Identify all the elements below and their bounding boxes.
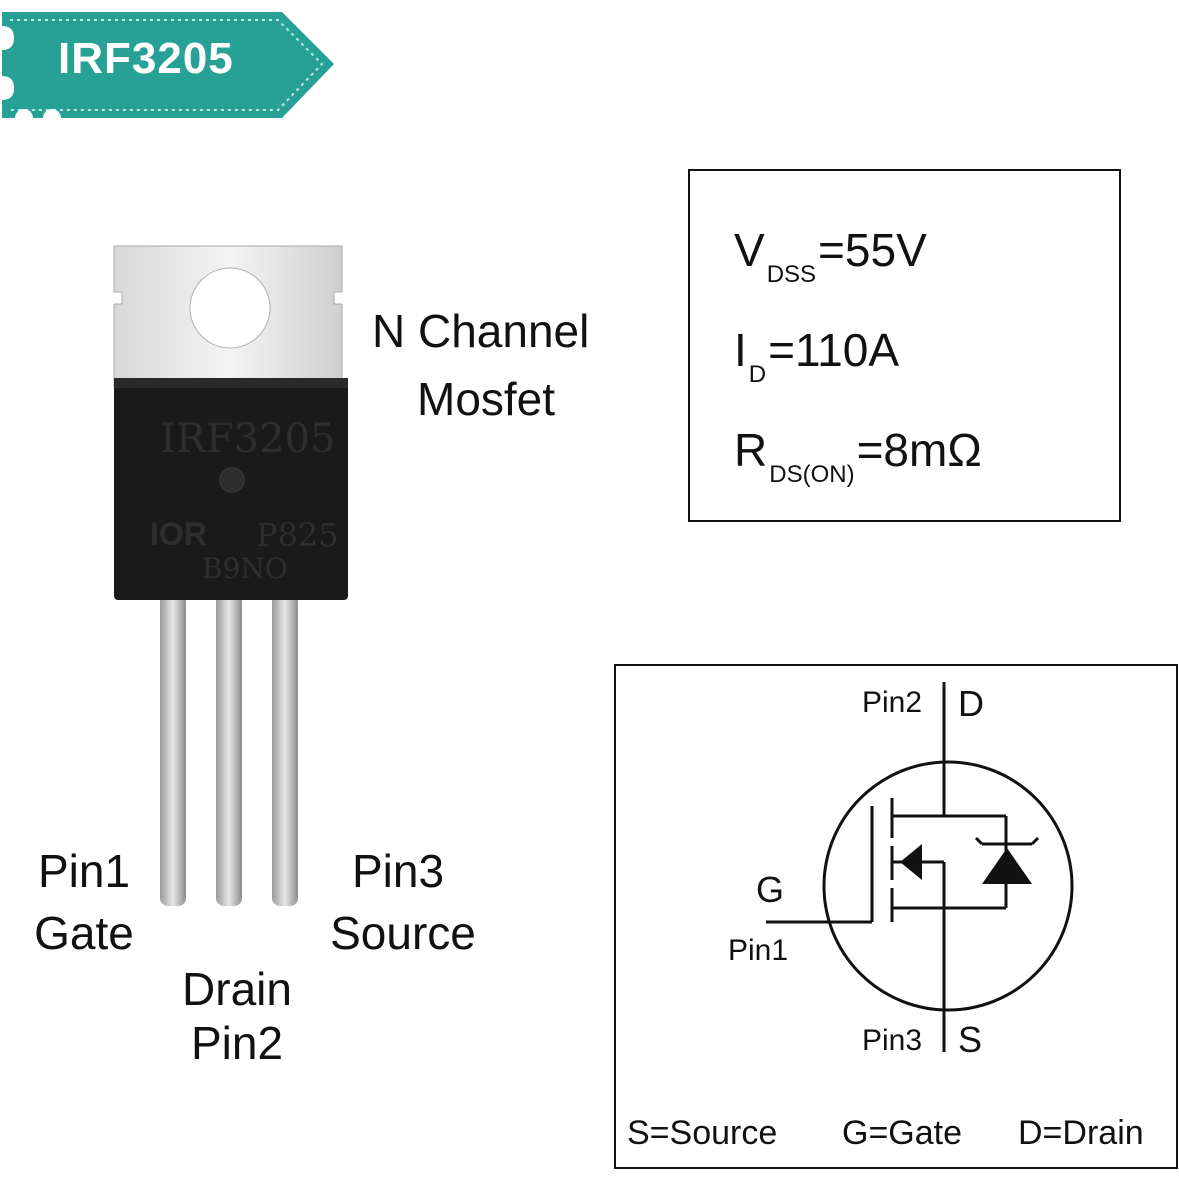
type-label-line1: N Channel <box>372 305 590 357</box>
schematic-drain-letter: D <box>958 683 984 724</box>
badge-title: IRF3205 <box>58 34 234 83</box>
mosfet-symbol <box>766 682 1074 1052</box>
to220-package <box>113 245 348 906</box>
schematic-source-pin: Pin3 <box>862 1024 923 1057</box>
spec-id: ID=110A <box>734 324 900 388</box>
legend-drain: D=Drain <box>1018 1114 1144 1152</box>
pin3-number: Pin3 <box>351 845 445 897</box>
pin1-name: Gate <box>34 907 134 959</box>
type-label-line2: Mosfet <box>417 373 556 425</box>
chip-manufacturer-logo: IOR <box>150 516 207 552</box>
pin3-name: Source <box>330 907 476 959</box>
schematic-gate-letter: G <box>756 869 785 910</box>
schematic-box: Pin2 D G Pin1 Pin3 S <box>614 664 1178 1169</box>
chip-marking-part: IRF3205 <box>160 416 336 462</box>
schematic-drain-pin: Pin2 <box>862 686 923 719</box>
legend-gate: G=Gate <box>842 1114 963 1152</box>
spec-rds-on: RDS(ON)=8mΩ <box>734 424 982 488</box>
chip-marking-code: P825 <box>256 516 339 554</box>
spec-box: VDSS=55V ID=110A RDS(ON)=8mΩ <box>688 169 1121 522</box>
chip-marking-lot: B9NO <box>202 552 288 585</box>
pin2-name: Drain <box>182 963 292 1015</box>
legend-source: S=Source <box>627 1114 778 1152</box>
spec-vdss: VDSS=55V <box>734 224 927 288</box>
pin2-number: Pin2 <box>190 1017 284 1069</box>
pin1-number: Pin1 <box>37 845 131 897</box>
schematic-gate-pin: Pin1 <box>728 934 789 967</box>
schematic-source-letter: S <box>958 1019 983 1060</box>
badge-shape <box>2 12 334 125</box>
